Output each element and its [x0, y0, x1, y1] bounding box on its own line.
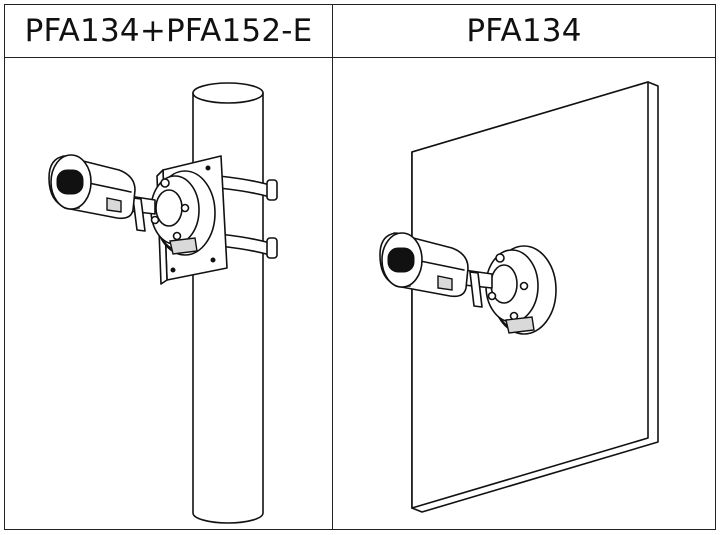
wall-camera-arm [463, 269, 493, 308]
wall-mount-camera-icon [379, 81, 659, 513]
pole-junction-box [150, 170, 216, 256]
wall-mount-illustration [334, 58, 715, 529]
column-divider [332, 5, 333, 529]
header-pole-mount: PFA134+PFA152-E [24, 13, 313, 49]
header-wall-mount: PFA134 [466, 13, 582, 49]
wall-junction-box [485, 245, 557, 335]
pole-band-lower [218, 233, 278, 259]
pole-mount-illustration [5, 58, 332, 529]
pole [192, 82, 264, 524]
table-header-row: PFA134+PFA152-E PFA134 [5, 5, 715, 58]
mounting-options-table: PFA134+PFA152-E PFA134 [4, 4, 716, 530]
pole-camera-arm [128, 195, 156, 232]
pole-band-upper [218, 175, 278, 201]
wall-camera-body [379, 232, 469, 298]
pole-mount-camera-icon [48, 82, 278, 524]
pole-camera-body [48, 154, 136, 220]
